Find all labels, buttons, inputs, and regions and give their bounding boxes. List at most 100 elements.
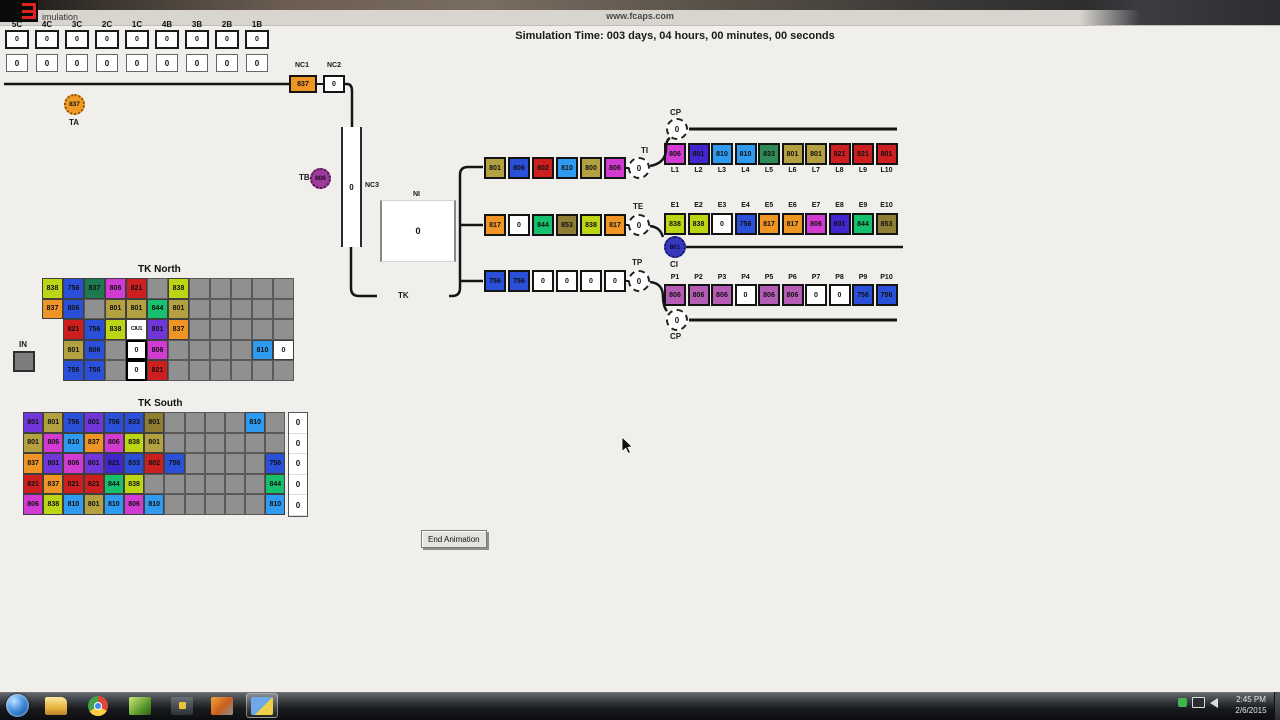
container-cell	[168, 360, 189, 381]
berth-label: 2B	[221, 20, 233, 29]
container-cell: 837	[42, 298, 63, 320]
container-cell: 806	[687, 284, 710, 306]
container-cell: 801	[43, 453, 64, 474]
cp-bottom-node: 0	[666, 309, 688, 331]
container-cell: 821	[126, 278, 147, 299]
cp-top-label: CP	[670, 108, 682, 117]
container-cell: 838	[580, 214, 602, 236]
berth-count-top: 0	[35, 30, 59, 49]
taskbar-dark-app-icon[interactable]	[166, 693, 198, 718]
container-cell: 837	[83, 432, 104, 454]
cp-top-node: 0	[666, 118, 688, 140]
container-cell	[210, 278, 231, 299]
clock-time: 2:45 PM	[1236, 695, 1266, 704]
container-cell	[189, 339, 210, 361]
tray-network-icon[interactable]	[1192, 697, 1205, 708]
container-cell	[273, 298, 294, 320]
container-cell: 756	[103, 412, 124, 433]
container-cell: 0	[556, 270, 578, 292]
tray-volume-icon[interactable]	[1210, 697, 1218, 708]
video-background-strip	[0, 0, 1280, 10]
container-cell: 806	[43, 432, 64, 454]
in-label: IN	[19, 340, 27, 349]
container-cell: 0	[508, 214, 530, 236]
lane-label: L10	[880, 167, 893, 174]
container-cell: 821	[63, 473, 84, 495]
container-cell: 821	[83, 473, 104, 495]
container-cell: 806	[758, 284, 780, 306]
container-cell	[224, 453, 246, 474]
taskbar-clock[interactable]: 2:45 PM 2/6/2015	[1228, 694, 1274, 716]
container-cell	[273, 278, 294, 299]
container-cell: 0	[126, 360, 147, 381]
lane-label: E2	[694, 202, 703, 209]
container-cell: 844	[532, 214, 554, 236]
container-cell: 802	[144, 453, 165, 474]
container-cell: 838	[123, 432, 145, 454]
container-cell	[189, 278, 210, 299]
container-cell: 801	[805, 143, 827, 165]
container-cell: 0	[532, 270, 554, 292]
container-cell: 810	[265, 494, 286, 515]
ti-label: TI	[641, 146, 649, 155]
berth-count-top: 0	[185, 30, 209, 49]
berth-count-top: 0	[215, 30, 239, 49]
container-cell	[164, 494, 185, 515]
container-cell: 0	[828, 284, 851, 306]
taskbar-simulation-app-icon[interactable]	[246, 693, 278, 718]
start-button[interactable]	[6, 694, 29, 717]
taskbar-explorer-icon[interactable]	[40, 693, 72, 718]
berth-count-bottom: 0	[126, 54, 148, 72]
row-total: 0	[289, 495, 307, 516]
container-cell: 756	[484, 270, 506, 292]
container-cell: 806	[664, 143, 686, 165]
berth-count-bottom: 0	[156, 54, 178, 72]
row-total: 0	[289, 434, 307, 455]
taskbar-orange-app-icon[interactable]	[206, 693, 238, 718]
taskbar-chrome-icon[interactable]	[82, 693, 114, 718]
container-cell	[184, 473, 205, 495]
berth-label: 3C	[71, 20, 83, 29]
container-cell: 853	[875, 213, 898, 235]
lane-label: L2	[694, 167, 703, 174]
end-animation-button[interactable]: End Animation	[421, 530, 487, 548]
berth-count-bottom: 0	[96, 54, 118, 72]
container-cell: 801	[23, 432, 44, 454]
berth-label: 4B	[161, 20, 173, 29]
lane-label: P4	[741, 274, 750, 281]
container-cell: 821	[828, 143, 851, 165]
container-cell: 817	[758, 213, 780, 235]
nc3-label: NC3	[365, 182, 380, 189]
ci-node: 801	[664, 236, 686, 258]
container-cell: 817	[781, 213, 804, 235]
container-cell	[204, 412, 225, 433]
mouse-cursor	[621, 436, 634, 454]
show-desktop-button[interactable]	[1274, 692, 1280, 720]
row-total: 0	[289, 454, 307, 475]
simulation-time: Simulation Time: 003 days, 04 hours, 00 …	[515, 30, 835, 42]
container-cell: 810	[245, 412, 266, 433]
lane-label: E5	[764, 202, 774, 209]
container-cell: 756	[63, 412, 84, 433]
berth-label: 5C	[11, 20, 23, 29]
clock-date: 2/6/2015	[1235, 706, 1267, 715]
tray-green-icon[interactable]	[1178, 698, 1187, 707]
in-box	[13, 351, 35, 372]
container-cell: 756	[508, 270, 530, 292]
container-cell: 837	[84, 278, 105, 299]
system-tray	[1178, 697, 1218, 708]
taskbar-green-app-icon[interactable]	[124, 693, 156, 718]
container-cell: 844	[147, 298, 168, 320]
lane-label: E7	[811, 202, 821, 209]
lane-label: P3	[717, 274, 727, 281]
container-cell: 806	[711, 284, 733, 306]
container-cell	[184, 432, 205, 454]
berth-count-bottom: 0	[66, 54, 88, 72]
container-cell	[265, 412, 286, 433]
